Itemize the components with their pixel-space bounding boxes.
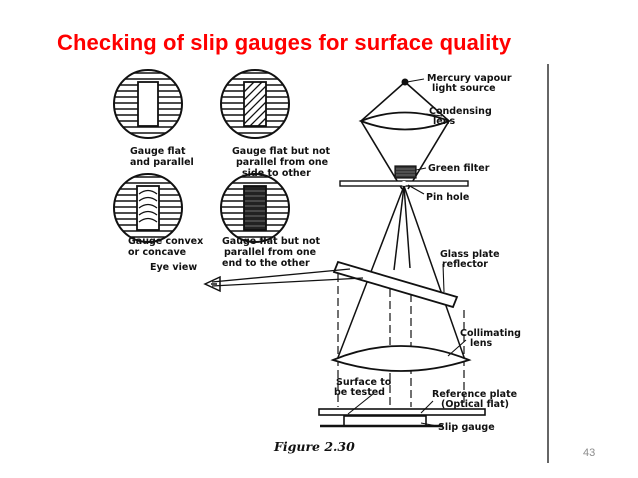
- pin-hole-plate: [339, 180, 469, 187]
- mercury-source-label: Mercury vapour light source: [427, 73, 515, 94]
- green-filter: [394, 165, 417, 179]
- eye-view-label: Eye view: [150, 262, 197, 273]
- pattern-label: Gauge convex or concave: [128, 236, 207, 258]
- reference-plate-label: Reference plate (Optical flat): [432, 389, 520, 410]
- surface-tested-label: Surface to be tested: [334, 377, 395, 398]
- eye-icon: [203, 275, 221, 293]
- green-filter-label: Green filter: [428, 163, 490, 174]
- glass-plate-label: Glass plate reflector: [440, 249, 503, 270]
- condensing-lens-label: Condensing lens: [429, 106, 495, 127]
- pin-hole-label: Pin hole: [426, 192, 469, 203]
- collimating-lens-label: Collimating lens: [460, 328, 524, 349]
- fringe-pattern-flat-parallel: [113, 69, 183, 139]
- pattern-label: Gauge flat but not parallel from one end…: [222, 236, 323, 269]
- slip-gauge: [320, 415, 443, 428]
- page-number: 43: [583, 447, 596, 459]
- glass-plate-reflector: [332, 260, 459, 309]
- optical-flat-diagram: Gauge flat and parallel Gauge flat but n…: [113, 64, 549, 463]
- pattern-label: Gauge flat but not parallel from one sid…: [232, 146, 333, 179]
- collimating-lens: [330, 345, 472, 372]
- slip-gauge-label: Slip gauge: [438, 422, 495, 433]
- figure-caption: Figure 2.30: [273, 439, 355, 454]
- fringe-pattern-side-to-side: [220, 69, 290, 139]
- reference-plate: [318, 408, 486, 416]
- fringe-pattern-end-to-end: [220, 173, 290, 243]
- pattern-label: Gauge flat and parallel: [130, 146, 194, 168]
- fringe-pattern-convex-concave: [113, 173, 183, 243]
- slide-title: Checking of slip gauges for surface qual…: [57, 30, 512, 55]
